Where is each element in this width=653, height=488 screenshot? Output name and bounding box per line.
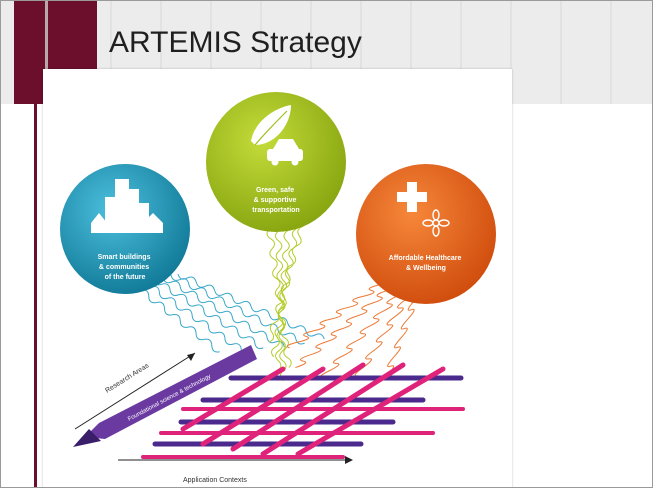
slide-title: ARTEMIS Strategy [109, 26, 362, 59]
svg-text:Smart buildings & co: Smart buildings & communities of the fut… [98, 254, 153, 281]
medical-cross-icon [397, 182, 427, 212]
strategy-diagram: Foundational science & technology Resear… [60, 92, 496, 484]
smart-buildings-circle: Smart buildings & communities of the fut… [60, 164, 190, 294]
smart-buildings-line-2: & communities [99, 264, 149, 271]
svg-text:Affordable Healthcare: Affordable Healthcare & Wellbeing [389, 255, 464, 272]
title-band-stripes [110, 1, 612, 104]
green-transport-line-1: Green, safe [256, 187, 294, 194]
buildings-icon [91, 179, 163, 233]
strategy-figure: Foundational science & technology Resear… [43, 69, 512, 487]
car-icon [267, 139, 303, 166]
flower-icon [422, 209, 450, 237]
accent-rule [34, 1, 37, 487]
healthcare-circle: Affordable Healthcare & Wellbeing [356, 164, 496, 304]
smart-buildings-line-1: Smart buildings [98, 254, 151, 261]
application-contexts-label: Application Contexts [183, 477, 247, 484]
green-transport-circle: Green, safe & supportive transportation [206, 92, 346, 232]
research-grid [141, 362, 465, 459]
healthcare-line-2: & Wellbeing [406, 265, 446, 272]
green-transport-line-3: transportation [252, 207, 299, 214]
smart-buildings-line-3: of the future [105, 274, 146, 281]
healthcare-line-1: Affordable Healthcare [389, 255, 462, 262]
green-transport-line-2: & supportive [254, 197, 297, 204]
leaf-icon [251, 105, 291, 146]
connector-lines [132, 216, 422, 382]
foundational-label: Foundational science & technology [127, 374, 212, 423]
research-areas-label: Research Areas [104, 362, 150, 395]
application-contexts-arrow: Application Contexts [118, 456, 353, 484]
svg-text:Green, safe & suppor: Green, safe & supportive transportation [252, 187, 299, 214]
